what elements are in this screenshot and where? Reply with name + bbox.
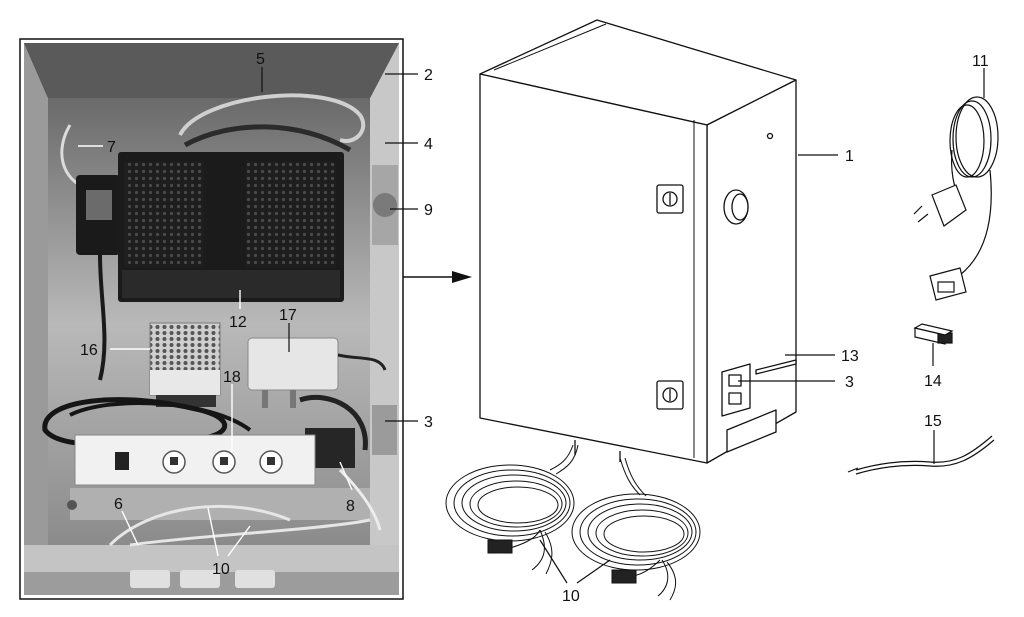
callout-13: 13	[841, 348, 859, 365]
callout-16: 16	[80, 342, 98, 359]
callout-6: 6	[114, 496, 123, 513]
callout-5: 5	[256, 51, 265, 68]
arrow-photo-to-drawing	[403, 271, 472, 283]
callout-14: 14	[924, 373, 942, 390]
cabinet-photo	[19, 38, 404, 600]
cable-drawing	[847, 435, 995, 475]
drawing-callouts: 1 11 13 3 14 15 10	[539, 53, 989, 605]
callout-10-photo: 10	[212, 561, 230, 578]
callout-10-drawing: 10	[562, 588, 580, 605]
callout-1: 1	[845, 148, 854, 165]
network-cable-coils	[445, 444, 701, 601]
callout-11: 11	[972, 53, 989, 70]
enclosure-drawing	[479, 19, 797, 464]
callout-7: 7	[107, 139, 116, 156]
power-cord-drawing	[913, 96, 999, 301]
callout-17: 17	[279, 307, 297, 324]
photo-callouts: 5 2 7 4 9 12 16 17 18 3 8 6 10	[78, 51, 433, 578]
callout-12: 12	[229, 314, 247, 331]
usb-key-drawing	[913, 323, 954, 345]
callout-8: 8	[346, 498, 355, 515]
callout-3-drawing: 3	[845, 374, 854, 391]
callout-3-photo: 3	[424, 414, 433, 431]
callout-15: 15	[924, 413, 942, 430]
callout-18: 18	[223, 369, 241, 386]
callout-2-photo: 2	[424, 67, 433, 84]
callout-4: 4	[424, 136, 433, 153]
callout-9: 9	[424, 202, 433, 219]
